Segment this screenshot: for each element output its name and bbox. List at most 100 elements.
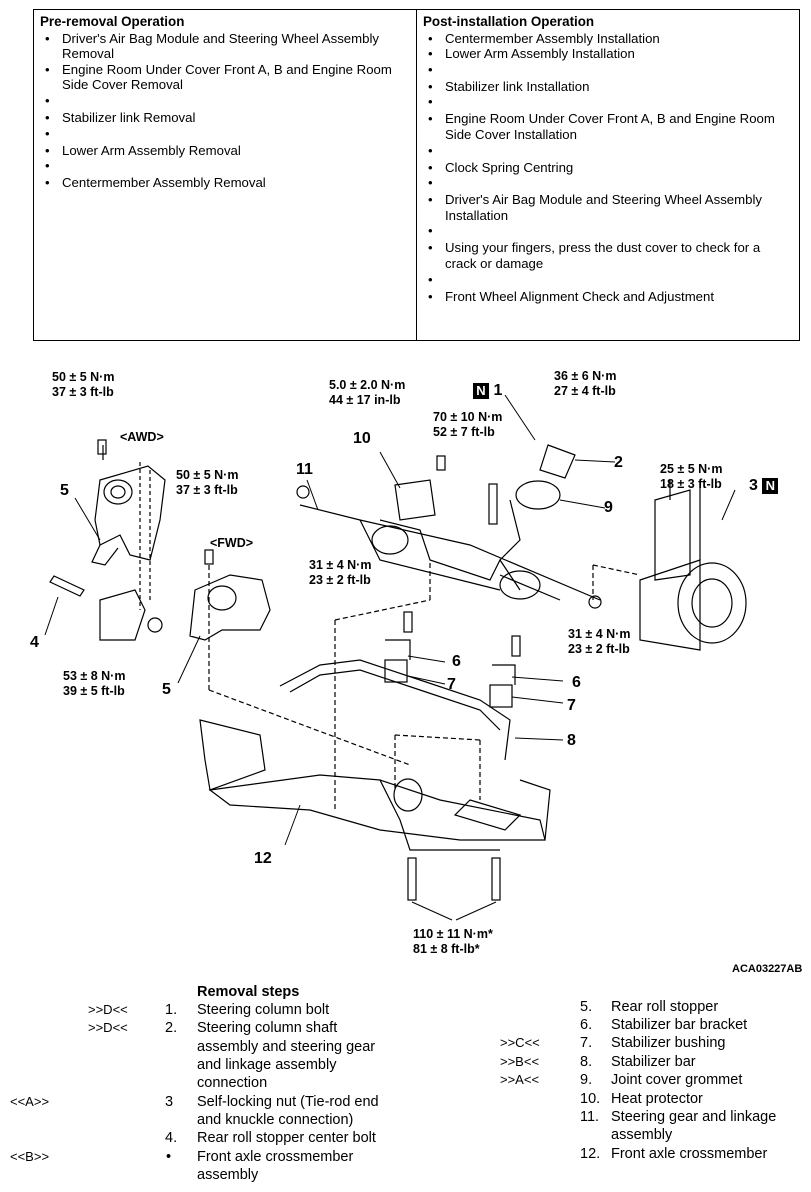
step-text: Steering gear and linkage [611, 1109, 777, 1125]
list-item: Stabilizer link Installation [428, 79, 793, 95]
figure-code: ACA03227AB [732, 963, 803, 975]
step-text: Rear roll stopper [611, 999, 719, 1015]
list-item: Front Wheel Alignment Check and Adjustme… [428, 289, 793, 305]
post-installation-title: Post-installation Operation [423, 14, 595, 29]
step-number: 2. [165, 1020, 178, 1036]
step-text: Joint cover grommet [611, 1072, 743, 1088]
spacer [428, 62, 793, 79]
knuckle-and-disc [639, 480, 747, 651]
step-text: assembly [197, 1167, 259, 1183]
rear-roll-stopper-fwd [99, 574, 271, 641]
step-mark: >>D<< [88, 1020, 128, 1035]
callout-9: 9 [604, 499, 613, 516]
list-item: Driver's Air Bag Module and Steering Whe… [45, 31, 410, 62]
list-item: Stabilizer link Removal [45, 110, 410, 126]
pre-removal-title: Pre-removal Operation [40, 14, 185, 29]
callout-3: 3 N [749, 477, 779, 495]
spacer [45, 126, 410, 143]
step-text: Front axle crossmember [197, 1149, 354, 1165]
alignment-lines [208, 560, 641, 810]
spacer [45, 93, 410, 110]
step-text: Steering column shaft [197, 1020, 338, 1036]
step-number: 7. [580, 1035, 593, 1051]
rear-roll-stopper-awd [91, 445, 166, 610]
callout-2: 2 [614, 454, 623, 471]
step-text: Steering column bolt [197, 1002, 330, 1018]
step-number: 3 [165, 1094, 174, 1110]
list-item: Centermember Assembly Installation [428, 31, 793, 47]
step-mark: >>A<< [500, 1072, 540, 1087]
spacer [428, 272, 793, 289]
step-text: Rear roll stopper center bolt [197, 1130, 376, 1146]
step-bullet: • [166, 1149, 172, 1165]
awd-label: <AWD> [120, 430, 164, 444]
step-text: and knuckle connection) [197, 1112, 354, 1128]
callout-10: 10 [353, 430, 371, 447]
step-number: 6. [580, 1017, 593, 1033]
step-text: Self-locking nut (Tie-rod end [197, 1094, 379, 1110]
post-installation-list: Centermember Assembly Installation Lower… [423, 31, 793, 305]
n-mark-icon: N [762, 477, 779, 494]
leader-lines [44, 394, 736, 921]
step-text: assembly [611, 1127, 673, 1143]
spacer [428, 143, 793, 160]
callout-7: 7 [567, 697, 576, 714]
step-text: assembly and steering gear [197, 1039, 376, 1055]
step-number: 5. [580, 999, 593, 1015]
spacer [428, 223, 793, 240]
callout-11: 11 [296, 461, 313, 478]
fwd-label: <FWD> [210, 536, 254, 550]
post-installation-column: Post-installation Operation Centermember… [417, 10, 799, 340]
step-mark: >>B<< [500, 1054, 540, 1069]
bolts [49, 439, 521, 901]
spacer [428, 175, 793, 192]
callout-1: N 1 [473, 382, 502, 400]
callout-7: 7 [447, 676, 456, 693]
step-mark: <<B>> [10, 1149, 50, 1164]
step-number: 12. [580, 1146, 601, 1162]
callout-6: 6 [452, 653, 461, 670]
list-item: Clock Spring Centring [428, 160, 793, 176]
front-axle-crossmember [199, 719, 551, 851]
step-text: and linkage assembly [197, 1057, 337, 1073]
step-text: Heat protector [611, 1091, 703, 1107]
callout-5: 5 [162, 681, 171, 698]
torque-label: 110 ± 11 N·m*81 ± 8 ft-lb* [413, 927, 493, 956]
callout-4: 4 [30, 634, 39, 651]
list-item: Lower Arm Assembly Removal [45, 143, 410, 159]
list-item: Engine Room Under Cover Front A, B and E… [428, 111, 793, 142]
step-text: Front axle crossmember [611, 1146, 768, 1162]
list-item: Centermember Assembly Removal [45, 175, 410, 191]
list-item: Engine Room Under Cover Front A, B and E… [45, 62, 410, 93]
step-text: Stabilizer bar [611, 1054, 696, 1070]
step-mark: <<A>> [10, 1094, 50, 1109]
callout-8: 8 [567, 732, 576, 749]
callout-5: 5 [60, 482, 69, 499]
step-number: 4. [165, 1130, 178, 1146]
list-item: Using your fingers, press the dust cover… [428, 240, 793, 271]
step-number: 10. [580, 1091, 601, 1107]
step-number: 8. [580, 1054, 593, 1070]
n-mark-icon: N [473, 382, 489, 399]
list-item: Lower Arm Assembly Installation [428, 46, 793, 62]
step-text: Stabilizer bushing [611, 1035, 726, 1051]
pre-removal-list: Driver's Air Bag Module and Steering Whe… [40, 31, 410, 191]
stabilizer-bar [279, 639, 516, 761]
step-mark: >>D<< [88, 1002, 128, 1017]
list-item: Driver's Air Bag Module and Steering Whe… [428, 192, 793, 223]
step-text: Stabilizer bar bracket [611, 1017, 748, 1033]
callout-6: 6 [572, 674, 581, 691]
step-number: 11. [580, 1109, 600, 1125]
step-mark: >>C<< [500, 1035, 540, 1050]
steering-gear-assembly [296, 444, 602, 609]
